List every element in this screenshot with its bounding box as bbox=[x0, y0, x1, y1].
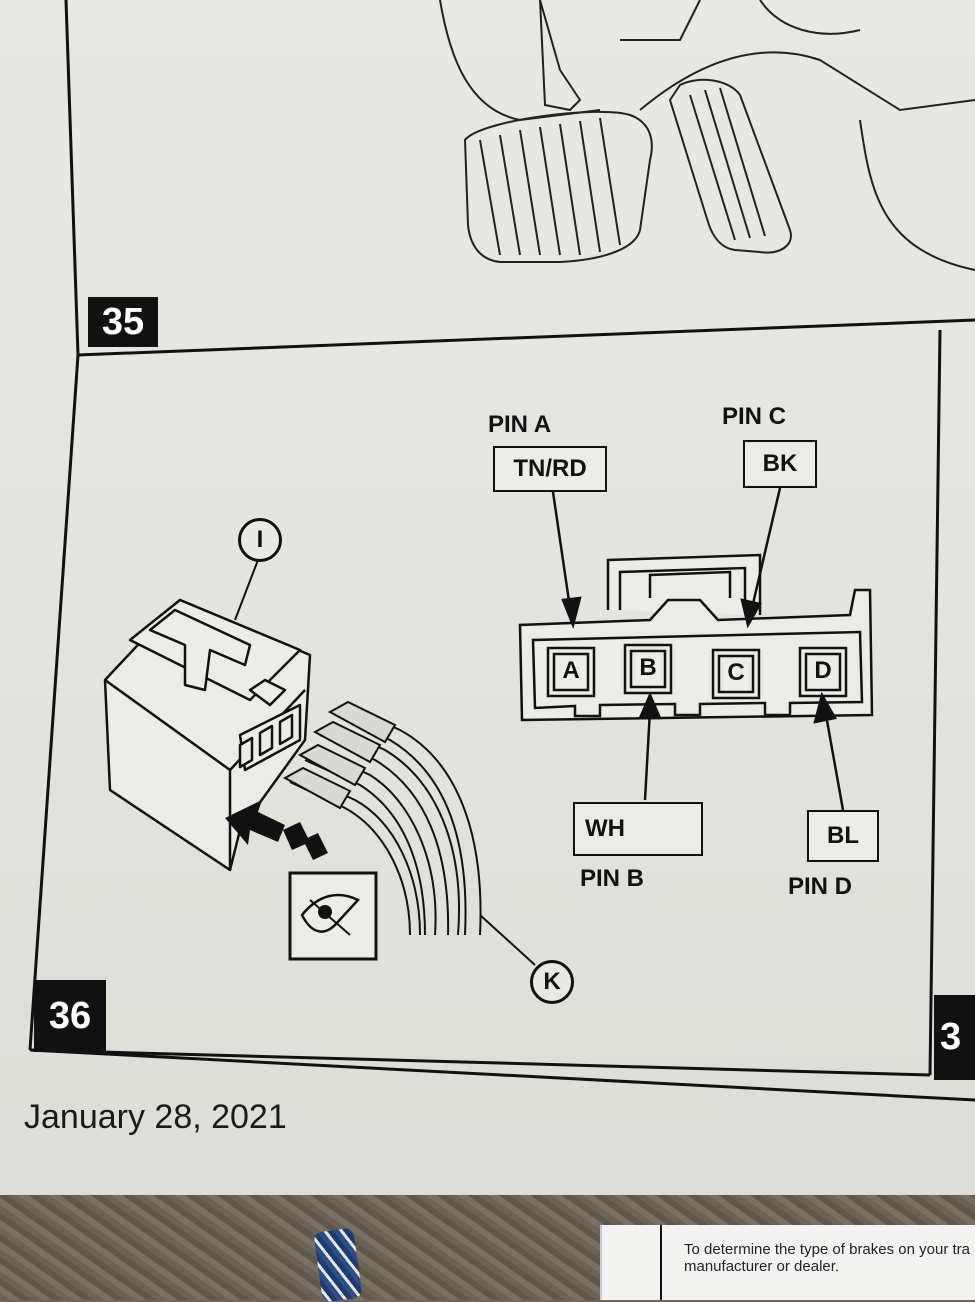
instruction-page bbox=[0, 0, 975, 1205]
pin-b-label: PIN B bbox=[580, 865, 645, 892]
sheet-text-line-1: To determine the type of brakes on your … bbox=[684, 1241, 970, 1258]
pin-c-letter: C bbox=[727, 659, 745, 686]
pin-c-label: PIN C bbox=[722, 403, 787, 430]
step36-right-border bbox=[928, 329, 942, 1076]
step-36-number: 36 bbox=[34, 980, 106, 1052]
wire-bundle bbox=[289, 704, 482, 936]
pin-pointer-arrows bbox=[551, 487, 845, 811]
pin-d-letter: D bbox=[814, 657, 832, 684]
step-35-number: 35 bbox=[88, 297, 158, 347]
sheet-border-rule bbox=[660, 1225, 662, 1300]
callout-k-leader bbox=[479, 914, 536, 966]
pin-a-letter: A bbox=[562, 657, 580, 684]
insert-direction-arrow bbox=[225, 800, 328, 860]
pin-b-letter: B bbox=[639, 654, 657, 681]
sheet-text-line-2: manufacturer or dealer. bbox=[684, 1258, 840, 1275]
page-bottom-rule bbox=[29, 1048, 975, 1102]
inspect-eye-icon bbox=[288, 871, 378, 961]
document-date: January 28, 2021 bbox=[24, 1098, 287, 1136]
connector-face-view bbox=[518, 553, 874, 722]
pin-a-label: PIN A bbox=[488, 411, 552, 438]
step-37-number-partial: 3 bbox=[934, 995, 975, 1080]
underlying-sheet: To determine the type of brakes on your … bbox=[600, 1225, 975, 1300]
pedal-illustration bbox=[439, 0, 975, 271]
pin-b-wire-color: WH bbox=[573, 802, 703, 856]
step35-left-border bbox=[64, 0, 80, 356]
pin-d-label: PIN D bbox=[788, 873, 853, 900]
step36-left-border bbox=[28, 354, 80, 1051]
step36-bottom-border bbox=[29, 1048, 931, 1077]
wire-terminals bbox=[282, 700, 397, 810]
callout-k: K bbox=[530, 960, 574, 1004]
pin-c-wire-color: BK bbox=[743, 440, 817, 488]
pin-d-wire-color: BL bbox=[807, 810, 879, 862]
pin-a-wire-color: TN/RD bbox=[493, 446, 607, 492]
callout-i-leader bbox=[234, 559, 259, 621]
step35-bottom-border bbox=[77, 318, 975, 357]
sheet-text: To determine the type of brakes on your … bbox=[684, 1241, 970, 1275]
callout-i: I bbox=[238, 518, 282, 562]
